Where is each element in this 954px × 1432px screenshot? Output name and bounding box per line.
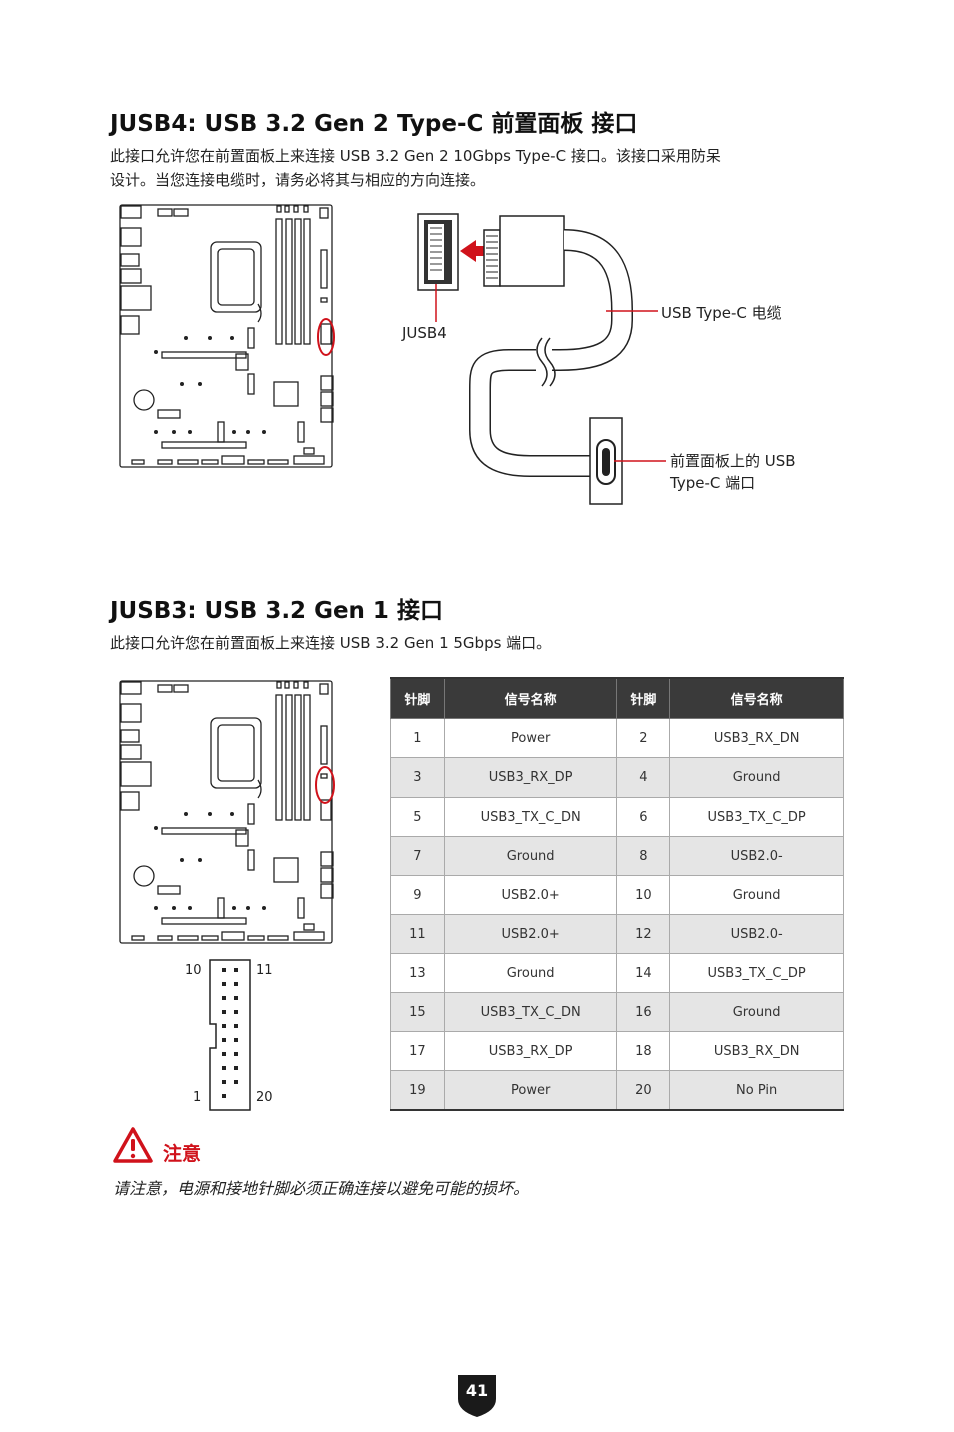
page-number: 41 (465, 1381, 489, 1400)
signal-name: USB2.0+ (443, 875, 618, 915)
signal-name: No Pin (669, 1070, 844, 1111)
pin-number: 17 (390, 1031, 445, 1071)
signal-name: USB3_TX_C_DP (669, 797, 844, 837)
pin-number: 12 (616, 914, 671, 954)
jusb4-description-line1: 此接口允许您在前置面板上来连接 USB 3.2 Gen 2 10Gbps Typ… (110, 147, 721, 165)
table-row: 17 USB3_RX_DP 18 USB3_RX_DN (390, 1031, 844, 1071)
table-row: 9 USB2.0+ 10 Ground (390, 875, 844, 915)
pin-label-11: 11 (256, 963, 273, 978)
signal-name: Ground (443, 836, 618, 876)
signal-name: USB3_RX_DP (443, 1031, 618, 1071)
table-row: 13 Ground 14 USB3_TX_C_DP (390, 953, 844, 993)
header-signal-name: 信号名称 (669, 677, 844, 719)
warning-triangle-icon (113, 1127, 153, 1163)
pin-number: 18 (616, 1031, 671, 1071)
signal-name: USB3_RX_DN (669, 1031, 844, 1071)
pin-number: 4 (616, 757, 671, 798)
usb-type-c-cable-illustration (417, 213, 666, 505)
jusb4-description-line2: 设计。当您连接电缆时，请务必将其与相应的方向连接。 (110, 171, 486, 189)
pin-number: 8 (616, 836, 671, 876)
table-row: 1 Power 2 USB3_RX_DN (390, 718, 844, 758)
pin-number: 5 (390, 797, 445, 837)
signal-name: USB2.0+ (443, 914, 618, 954)
signal-name: USB3_TX_C_DN (443, 992, 618, 1032)
pin-number: 10 (616, 875, 671, 915)
signal-name: USB3_RX_DP (443, 757, 618, 798)
jusb4-connector-label: JUSB4 (402, 324, 447, 342)
table-row: 3 USB3_RX_DP 4 Ground (390, 757, 844, 798)
table-row: 11 USB2.0+ 12 USB2.0- (390, 914, 844, 954)
pin-label-10: 10 (185, 963, 202, 978)
signal-name: USB3_RX_DN (669, 718, 844, 758)
table-header-row: 针脚 信号名称 针脚 信号名称 (390, 677, 844, 719)
pin-number: 13 (390, 953, 445, 993)
table-row: 19 Power 20 No Pin (390, 1070, 844, 1111)
pin-number: 6 (616, 797, 671, 837)
page-number-shield-icon (458, 1375, 496, 1417)
signal-name: Ground (669, 875, 844, 915)
jusb3-description: 此接口允许您在前置面板上来连接 USB 3.2 Gen 1 5Gbps 端口。 (110, 634, 552, 652)
pin-number: 16 (616, 992, 671, 1032)
signal-name: Ground (669, 992, 844, 1032)
section-title-jusb3: JUSB3: USB 3.2 Gen 1 接口 (110, 598, 443, 624)
header-pin: 针脚 (616, 677, 671, 719)
signal-name: Power (443, 718, 618, 758)
signal-name: Power (443, 1070, 618, 1111)
pin-number: 14 (616, 953, 671, 993)
pin-number: 2 (616, 718, 671, 758)
motherboard-diagram-jusb3 (119, 680, 335, 944)
front-panel-port-label: 前置面板上的 USB Type-C 端口 (670, 450, 796, 494)
motherboard-diagram-jusb4 (119, 204, 335, 468)
pin-number: 3 (390, 757, 445, 798)
table-row: 5 USB3_TX_C_DN 6 USB3_TX_C_DP (390, 797, 844, 837)
pin-label-1: 1 (193, 1090, 202, 1105)
pin-number: 9 (390, 875, 445, 915)
section-title-jusb4: JUSB4: USB 3.2 Gen 2 Type-C 前置面板 接口 (110, 111, 638, 137)
front-panel-port-label-line2: Type-C 端口 (670, 474, 756, 492)
page-number-badge: 41 (456, 1371, 498, 1417)
jusb3-pin-header-diagram (209, 959, 251, 1111)
pin-number: 20 (616, 1070, 671, 1111)
signal-name: USB2.0- (669, 836, 844, 876)
table-row: 7 Ground 8 USB2.0- (390, 836, 844, 876)
caution-text: 请注意，电源和接地针脚必须正确连接以避免可能的损坏。 (113, 1179, 530, 1198)
header-pin: 针脚 (390, 677, 445, 719)
jusb4-description: 此接口允许您在前置面板上来连接 USB 3.2 Gen 2 10Gbps Typ… (110, 144, 721, 192)
front-panel-port-label-line1: 前置面板上的 USB (670, 452, 796, 470)
signal-name: USB2.0- (669, 914, 844, 954)
signal-name: USB3_TX_C_DP (669, 953, 844, 993)
caution-title: 注意 (163, 1143, 202, 1165)
signal-name: Ground (443, 953, 618, 993)
pin-number: 19 (390, 1070, 445, 1111)
pin-number: 11 (390, 914, 445, 954)
header-signal-name: 信号名称 (443, 677, 618, 719)
table-row: 15 USB3_TX_C_DN 16 Ground (390, 992, 844, 1032)
pin-number: 7 (390, 836, 445, 876)
pin-label-20: 20 (256, 1090, 273, 1105)
signal-name: Ground (669, 757, 844, 798)
jusb3-pin-table: 针脚 信号名称 针脚 信号名称 1 Power 2 USB3_RX_DN 3 U… (390, 677, 844, 1111)
usb-type-c-cable-label: USB Type-C 电缆 (661, 304, 782, 322)
signal-name: USB3_TX_C_DN (443, 797, 618, 837)
pin-number: 1 (390, 718, 445, 758)
pin-number: 15 (390, 992, 445, 1032)
